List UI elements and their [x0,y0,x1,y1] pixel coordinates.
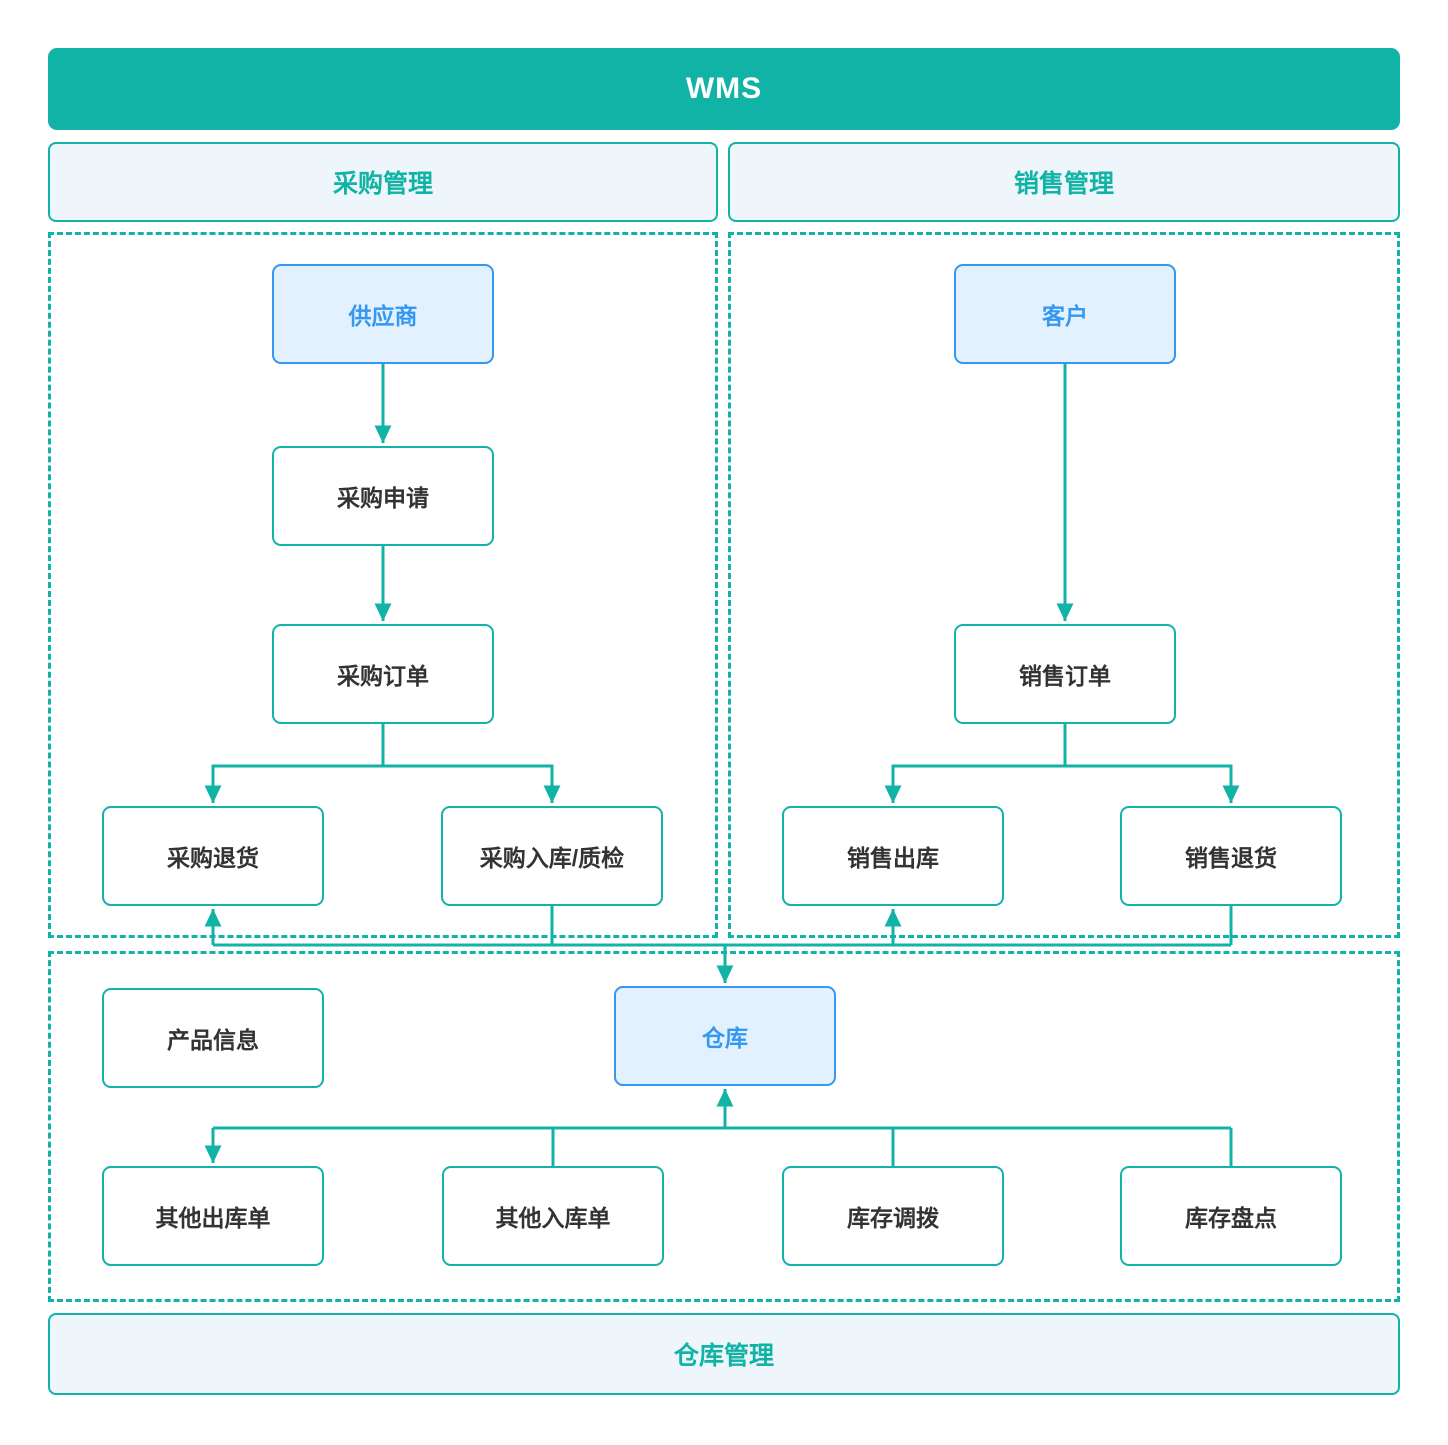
node-other-outbound[interactable]: 其他出库单 [102,1166,324,1266]
node-label-inventory-transfer: 库存调拨 [847,1205,939,1231]
node-sales-outbound[interactable]: 销售出库 [782,806,1004,906]
section-header-sales[interactable]: 销售管理 [728,142,1400,222]
node-label-purchase-return: 采购退货 [167,845,259,871]
node-label-purchase-request: 采购申请 [337,485,429,511]
node-label-other-outbound: 其他出库单 [155,1205,271,1231]
node-label-inventory-count: 库存盘点 [1185,1205,1277,1231]
section-header-purchase[interactable]: 采购管理 [48,142,718,222]
node-label-other-inbound: 其他入库单 [495,1205,611,1231]
node-label-warehouse: 仓库 [702,1025,748,1051]
node-purchase-return[interactable]: 采购退货 [102,806,324,906]
node-supplier[interactable]: 供应商 [272,264,494,364]
node-label-product-info: 产品信息 [167,1027,259,1053]
node-inventory-transfer[interactable]: 库存调拨 [782,1166,1004,1266]
node-label-purchase-order: 采购订单 [337,663,429,689]
purchase-region-dashed-container [48,232,718,938]
sales-region-dashed-container [728,232,1400,938]
node-label-customer: 客户 [1042,303,1088,329]
wms-title-banner[interactable]: WMS [48,48,1400,130]
node-customer[interactable]: 客户 [954,264,1176,364]
node-label-sales-order: 销售订单 [1019,663,1111,689]
node-other-inbound[interactable]: 其他入库单 [442,1166,664,1266]
node-label-purchase-inbound-qc: 采购入库/质检 [479,845,625,871]
node-sales-return[interactable]: 销售退货 [1120,806,1342,906]
node-label-supplier: 供应商 [348,303,418,329]
node-sales-order[interactable]: 销售订单 [954,624,1176,724]
node-product-info[interactable]: 产品信息 [102,988,324,1088]
node-label-sales-return: 销售退货 [1185,845,1277,871]
node-purchase-request[interactable]: 采购申请 [272,446,494,546]
node-inventory-count[interactable]: 库存盘点 [1120,1166,1342,1266]
node-warehouse[interactable]: 仓库 [614,986,836,1086]
node-purchase-inbound-qc[interactable]: 采购入库/质检 [441,806,663,906]
node-label-sales-outbound: 销售出库 [847,845,939,871]
node-purchase-order[interactable]: 采购订单 [272,624,494,724]
warehouse-management-banner[interactable]: 仓库管理 [48,1313,1400,1395]
